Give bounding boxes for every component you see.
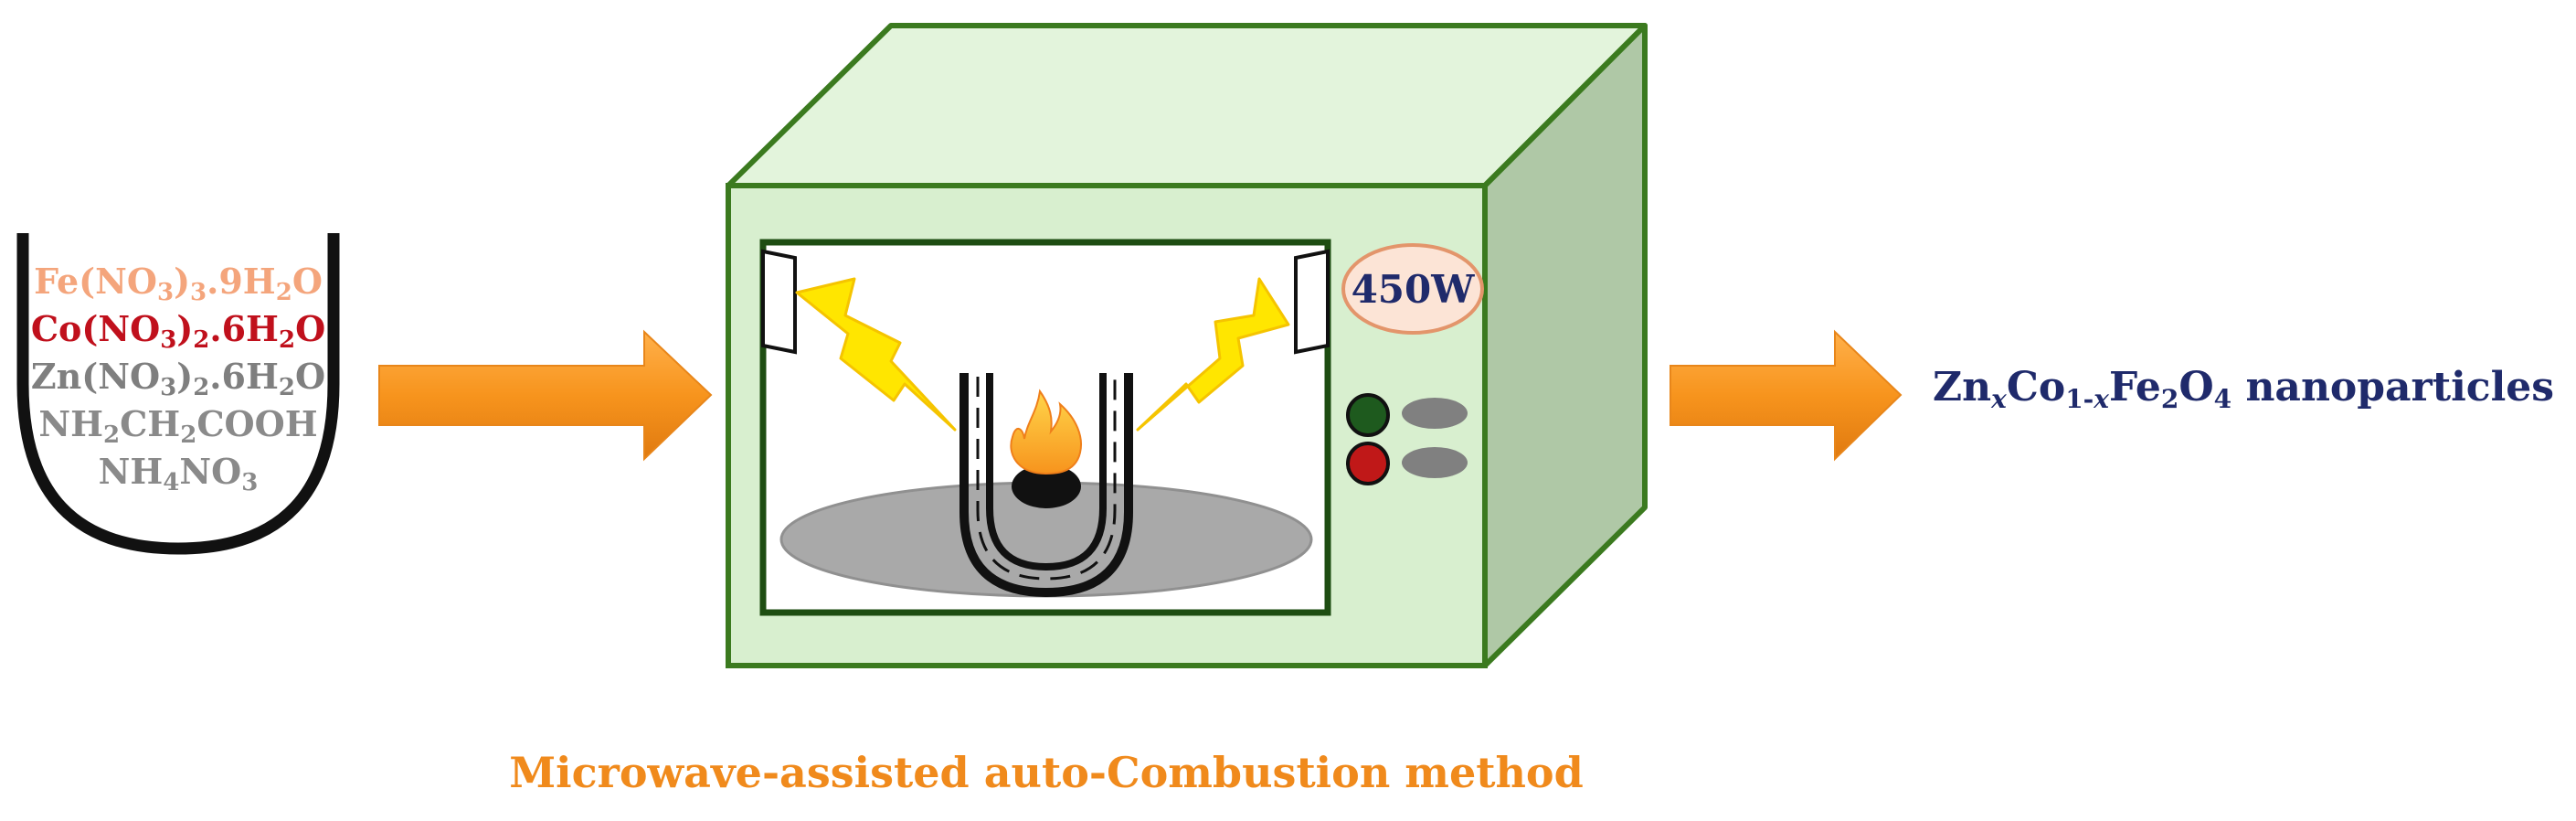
reagent-item: NH2CH2COOH [38, 403, 318, 449]
left-emitter [761, 249, 797, 355]
product-element-fe: Fe [2109, 364, 2161, 410]
power-label: 450W [1351, 266, 1475, 312]
reagent-crucible [16, 233, 340, 555]
product-sub-4: 4 [2213, 384, 2232, 414]
microwave-oven [726, 23, 1648, 668]
arrow-to-product [1670, 329, 1903, 462]
product-sub-x: x [1991, 384, 2007, 414]
crucible-inner-wall [986, 373, 1107, 571]
combustion-residue [1012, 464, 1081, 508]
product-element-o: O [2178, 364, 2214, 410]
crucible-outer [959, 373, 1133, 598]
reagent-item: Fe(NO3)3.9H2O [34, 261, 323, 306]
reagent-item: Co(NO3)2.6H2O [30, 308, 326, 354]
arrow-to-microwave [378, 329, 713, 462]
reagent-item: Zn(NO3)2.6H2O [30, 356, 326, 401]
flame-icon [1010, 389, 1082, 475]
product-sub-x2: x [2094, 384, 2109, 414]
product-formula: ZnxCo1-xFe2O4 nanoparticles [1933, 364, 2555, 412]
product-element-zn: Zn [1933, 364, 1992, 410]
crucible-inner [976, 377, 1117, 581]
grey-button-bottom [1402, 447, 1468, 478]
power-setting-display [1341, 243, 1484, 335]
product-sub-2: 2 [2160, 384, 2179, 414]
product-element-co: Co [2006, 364, 2066, 410]
red-button [1346, 442, 1390, 485]
reagent-item: NH4NO3 [98, 451, 259, 496]
product-sub-1: 1- [2065, 384, 2094, 414]
grey-button-top [1402, 398, 1468, 429]
product-word: nanoparticles [2231, 364, 2555, 410]
right-emitter [1294, 249, 1330, 355]
green-button [1346, 393, 1390, 437]
left-lightning-icon [795, 277, 957, 432]
method-caption: Microwave-assisted auto-Combustion metho… [509, 748, 1584, 797]
right-lightning-icon [1136, 277, 1290, 432]
